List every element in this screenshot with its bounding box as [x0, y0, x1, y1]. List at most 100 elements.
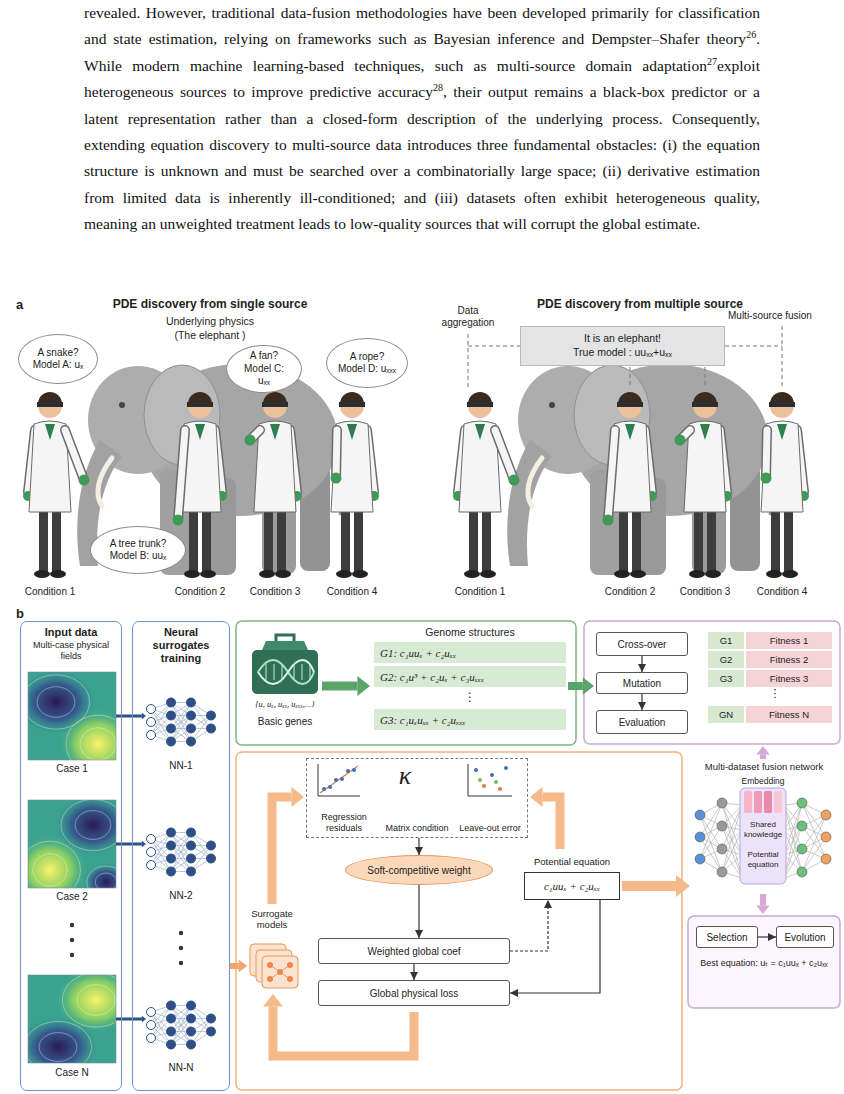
- scatter-dot: [340, 777, 344, 781]
- scientist-shirt: [45, 424, 55, 440]
- process-box: Evaluation: [596, 710, 688, 734]
- genome-box: G3: c₁uₓuₓₓ + c₂uₓₓₓ: [374, 709, 566, 730]
- loop-arrow: [622, 881, 676, 891]
- scientist-shoe: [766, 570, 782, 578]
- dna-rung: [310, 664, 311, 680]
- scatter-dot: [498, 787, 502, 791]
- network-neuron: [277, 969, 283, 975]
- network-neuron: [287, 976, 293, 982]
- case-label: Case N: [24, 1067, 120, 1079]
- scientist-shoe: [200, 570, 216, 578]
- network-neuron: [717, 821, 727, 831]
- node-text: Input data: [45, 626, 98, 639]
- network-link: [700, 826, 722, 859]
- table-cell: Fitness 1: [746, 632, 832, 649]
- plot-axes: [468, 764, 512, 796]
- scientist-shirt: [777, 424, 787, 440]
- node-text: A snake?: [37, 347, 78, 360]
- data-arrow-head: [142, 1016, 146, 1023]
- dna-rung: [266, 664, 267, 680]
- connector: [641, 656, 642, 672]
- network-neuron: [187, 724, 196, 733]
- scientist-shoe: [689, 570, 705, 578]
- loop-arrow: [273, 1007, 414, 1056]
- network-neuron: [147, 861, 156, 870]
- elephant: [507, 364, 774, 575]
- scientist-leg: [202, 505, 211, 573]
- metric-group: Regression residualsMatrix conditionLeav…: [306, 758, 528, 838]
- network-neuron: [167, 1014, 176, 1023]
- panel-letter: a: [16, 297, 30, 313]
- contour-line: [28, 841, 80, 888]
- network-label: Shared knowledge: [740, 820, 786, 839]
- network-link: [722, 803, 742, 878]
- shared-embedding: [740, 788, 786, 884]
- scientist-blindfold: [37, 402, 63, 407]
- node-text: G1: c₁uuₓ + c₂uₓₓ: [380, 647, 456, 659]
- scientist-arm: [65, 430, 84, 480]
- ellipsis-dot: [179, 931, 183, 935]
- node-text: Selection: [706, 932, 747, 943]
- weight-ellipse: Soft-competitive weight: [345, 855, 493, 885]
- scientist-shirt: [195, 424, 205, 440]
- selection-panel: [688, 916, 840, 1008]
- network-neuron: [717, 798, 727, 808]
- network-link: [171, 1006, 191, 1045]
- scientist-leg: [482, 505, 491, 573]
- data-arrow: [116, 715, 142, 718]
- network-neuron: [167, 854, 176, 863]
- scientist-shirt: [475, 424, 485, 440]
- stage-arrow-head: [239, 959, 247, 972]
- scientist-glove: [331, 473, 342, 484]
- network-neuron: [187, 1040, 196, 1049]
- network-neuron: [167, 737, 176, 746]
- contour-line: [80, 728, 116, 760]
- loop-arrow-head: [263, 994, 283, 1007]
- network-neuron: [821, 810, 831, 820]
- network-neuron: [187, 867, 196, 876]
- scientist-shoe: [336, 570, 352, 578]
- network-label: Embedding: [733, 776, 793, 786]
- condition-label: Condition 4: [317, 586, 387, 598]
- scientist-shoe: [464, 570, 480, 578]
- condition-label: Condition 3: [670, 586, 740, 598]
- toolbox-lid: [262, 641, 308, 650]
- scientist-shoe: [705, 570, 721, 578]
- caption-text: Underlying physics: [150, 315, 270, 328]
- process-box: Global physical loss: [318, 980, 510, 1006]
- contour-line: [87, 866, 116, 888]
- thought-bubble: A fan?Model C: uₓₓ: [226, 345, 302, 393]
- scientist-arm: [336, 430, 337, 478]
- scientist-shoe: [34, 570, 50, 578]
- dna-strand: [258, 660, 314, 684]
- contour-line: [37, 687, 75, 718]
- scatter-dot: [322, 787, 326, 791]
- network-neuron: [167, 698, 176, 707]
- fusion-panel: [236, 752, 682, 1090]
- contour-line: [33, 854, 67, 886]
- node-text: Matrix condition: [384, 823, 450, 834]
- leader-line: [725, 326, 782, 388]
- network-neuron: [167, 828, 176, 837]
- scientist-coat: [331, 421, 373, 512]
- condition-label: Condition 1: [15, 586, 85, 598]
- gene-set: {u, uₓ, uₓₓ, uₓₓₓ,...}: [237, 699, 333, 709]
- caption-text: (The elephant ): [150, 329, 270, 342]
- contour-line: [61, 800, 116, 851]
- result-text: Best equation: uₜ = c₁uuₓ + c₂uₓₓ: [692, 958, 836, 969]
- scientist-glove: [245, 435, 256, 446]
- scientist-coat: [761, 421, 803, 512]
- scientist-shoe: [480, 570, 496, 578]
- scientist-leg: [771, 505, 780, 573]
- node-text: Global physical loss: [370, 988, 458, 999]
- network-neuron: [147, 835, 156, 844]
- scientist-arm: [495, 430, 514, 480]
- table-cell: Fitness 3: [746, 670, 832, 687]
- node-text: c₁uuₓ + c₂uₓₓ: [544, 880, 600, 892]
- scientist: [761, 392, 810, 578]
- scatter-dot: [346, 769, 350, 773]
- equation-box: c₁uuₓ + c₂uₓₓ: [524, 872, 620, 900]
- scientist-leg: [469, 505, 478, 573]
- dna-strand: [258, 660, 314, 684]
- node-text: Evolution: [784, 932, 825, 943]
